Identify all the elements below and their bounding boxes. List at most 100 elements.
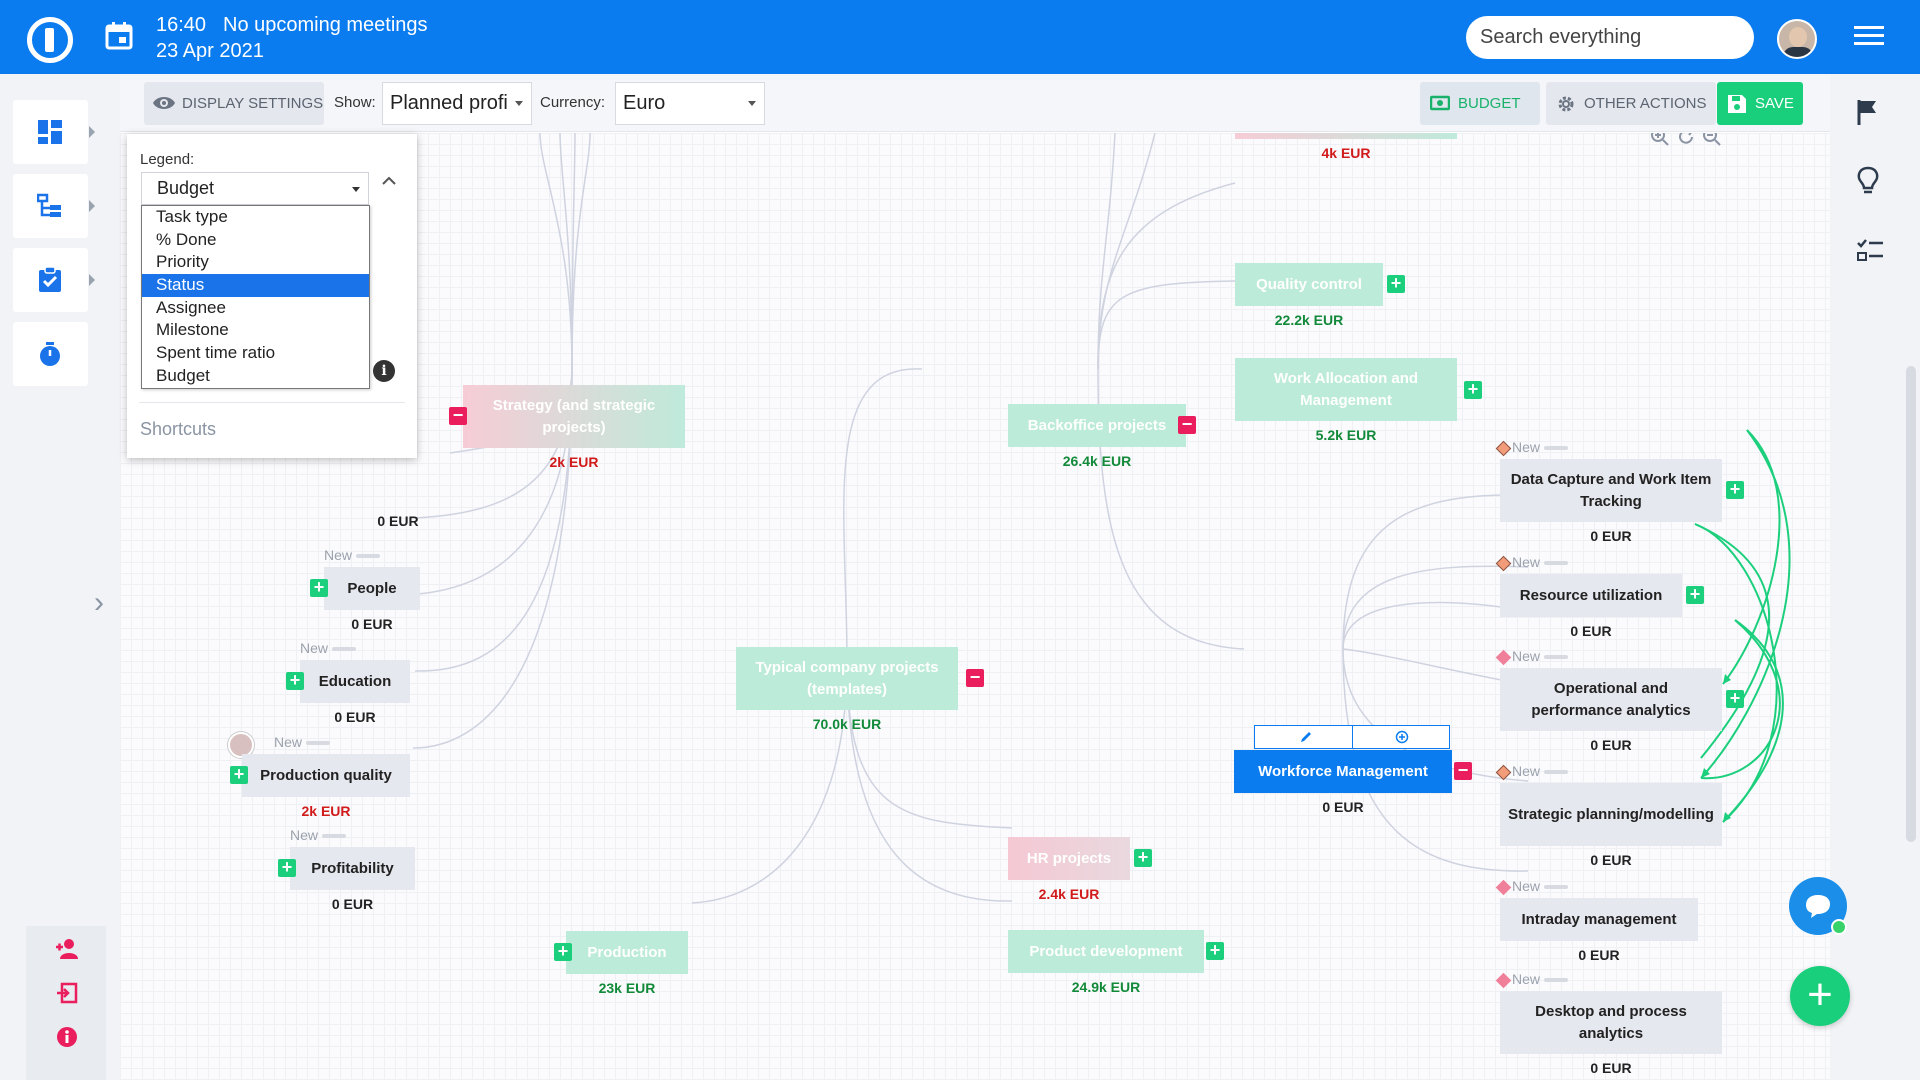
- node-top-hidden[interactable]: 4k EUR: [1235, 133, 1457, 161]
- node-desktop-analytics[interactable]: Desktop and process analytics 0 EUR: [1500, 991, 1722, 1076]
- priority-diamond-icon: [1495, 440, 1512, 457]
- target-icon[interactable]: [1395, 730, 1409, 744]
- status-new: New: [290, 827, 347, 843]
- node-strategy[interactable]: Strategy (and strategic projects) 2k EUR…: [449, 385, 685, 470]
- legend-option[interactable]: % Done: [156, 229, 217, 249]
- add-user-icon[interactable]: [56, 938, 80, 960]
- dashboard-icon: [38, 120, 62, 144]
- expand-plus-icon[interactable]: +: [1726, 480, 1744, 499]
- status-new: New: [1495, 763, 1569, 781]
- collapse-minus-icon[interactable]: −: [966, 668, 984, 687]
- collapse-minus-icon[interactable]: −: [1178, 415, 1196, 434]
- node-hidden-left[interactable]: 0 EUR: [350, 513, 446, 529]
- status-new: New: [1495, 971, 1569, 989]
- legend-option[interactable]: Budget: [156, 365, 210, 385]
- expand-plus-icon[interactable]: +: [310, 578, 328, 597]
- legend-option[interactable]: Milestone: [156, 320, 229, 340]
- chevron-up-icon[interactable]: [380, 172, 398, 190]
- meetings-status[interactable]: No upcoming meetings: [223, 14, 428, 36]
- node-strategic-planning[interactable]: Strategic planning/modelling 0 EUR: [1500, 783, 1722, 868]
- checklist-icon[interactable]: [1856, 238, 1884, 262]
- node-title: Desktop and process analytics: [1500, 991, 1722, 1054]
- expand-plus-icon[interactable]: +: [1726, 689, 1744, 708]
- other-actions-button[interactable]: OTHER ACTIONS: [1546, 82, 1716, 125]
- legend-option-highlighted[interactable]: Status: [142, 274, 369, 297]
- timer-button[interactable]: [13, 322, 88, 386]
- expand-plus-icon[interactable]: +: [1206, 941, 1224, 960]
- timer-icon: [40, 342, 60, 366]
- node-title: HR projects: [1008, 837, 1130, 880]
- collapse-minus-icon[interactable]: −: [449, 406, 467, 425]
- refresh-icon[interactable]: [1676, 133, 1696, 147]
- node-workforce-management[interactable]: Workforce Management 0 EUR −: [1234, 750, 1472, 815]
- node-data-capture[interactable]: Data Capture and Work Item Tracking 0 EU…: [1500, 459, 1744, 544]
- node-quality-control[interactable]: Quality control 22.2k EUR +: [1235, 263, 1405, 328]
- sidebar-bottom-tools: [26, 926, 106, 1080]
- logo-icon[interactable]: [27, 17, 73, 63]
- legend-option[interactable]: Priority: [156, 252, 209, 272]
- node-backoffice-projects[interactable]: Backoffice projects 26.4k EUR −: [1008, 404, 1196, 469]
- node-title: Intraday management: [1500, 898, 1698, 941]
- expand-plus-icon[interactable]: +: [1387, 274, 1405, 293]
- node-budget: 0 EUR: [351, 616, 393, 632]
- calendar-icon[interactable]: [104, 21, 134, 51]
- chat-button[interactable]: [1789, 877, 1847, 935]
- add-button[interactable]: +: [1790, 966, 1850, 1026]
- node-work-allocation[interactable]: Work Allocation and Management 5.2k EUR …: [1235, 358, 1482, 443]
- node-production[interactable]: Production 23k EUR +: [554, 931, 688, 996]
- legend-option[interactable]: Assignee: [156, 297, 226, 317]
- info-icon[interactable]: i: [373, 360, 395, 382]
- projects-tree-button[interactable]: [13, 174, 95, 238]
- display-settings-button[interactable]: DISPLAY SETTINGS: [144, 82, 324, 125]
- node-root-typical-projects[interactable]: Typical company projects (templates) 70.…: [736, 647, 984, 732]
- expand-plus-icon[interactable]: +: [1134, 848, 1152, 867]
- node-budget: 70.0k EUR: [812, 716, 882, 732]
- pencil-icon[interactable]: [1299, 730, 1313, 744]
- node-people[interactable]: People 0 EUR +: [310, 567, 420, 632]
- node-product-development[interactable]: Product development 24.9k EUR +: [1008, 930, 1224, 995]
- chevron-right-icon[interactable]: ›: [94, 586, 104, 619]
- zoom-out-icon[interactable]: [1702, 133, 1722, 147]
- tasks-button[interactable]: [13, 248, 95, 312]
- bulb-icon[interactable]: [1856, 166, 1880, 196]
- node-budget: 2.4k EUR: [1038, 886, 1100, 902]
- budget-button[interactable]: BUDGET: [1420, 82, 1540, 125]
- save-button[interactable]: SAVE: [1717, 82, 1803, 125]
- zoom-in-icon[interactable]: [1650, 133, 1670, 147]
- user-avatar[interactable]: [1777, 19, 1817, 59]
- node-budget: 26.4k EUR: [1062, 453, 1132, 469]
- chat-icon: [1806, 895, 1830, 918]
- legend-option[interactable]: Spent time ratio: [156, 343, 276, 363]
- search-input[interactable]: [1466, 16, 1754, 59]
- info-icon[interactable]: [56, 1026, 78, 1048]
- menu-icon[interactable]: [1854, 26, 1884, 48]
- node-hr-projects[interactable]: HR projects 2.4k EUR +: [1008, 837, 1152, 902]
- expand-plus-icon[interactable]: +: [278, 858, 296, 877]
- clock-time: 16:40: [156, 14, 207, 36]
- legend-select[interactable]: Budget: [141, 172, 369, 205]
- node-operational-analytics[interactable]: Operational and performance analytics 0 …: [1500, 668, 1744, 753]
- flag-icon[interactable]: [1856, 98, 1880, 126]
- node-resource-utilization[interactable]: Resource utilization 0 EUR +: [1500, 574, 1704, 639]
- node-profitability[interactable]: Profitability 0 EUR +: [278, 847, 415, 912]
- legend-option[interactable]: Task type: [156, 207, 228, 226]
- expand-plus-icon[interactable]: +: [554, 942, 572, 961]
- expand-plus-icon[interactable]: +: [1686, 585, 1704, 604]
- logout-icon[interactable]: [56, 982, 78, 1004]
- status-new: New: [324, 547, 381, 563]
- assignee-avatar[interactable]: [228, 732, 254, 758]
- expand-plus-icon[interactable]: +: [1464, 380, 1482, 399]
- node-education[interactable]: Education 0 EUR +: [286, 660, 410, 725]
- expand-plus-icon[interactable]: +: [286, 671, 304, 690]
- dashboard-button[interactable]: [13, 100, 95, 164]
- save-icon: [1728, 95, 1746, 113]
- page-scrollbar[interactable]: [1906, 366, 1916, 842]
- expand-arrow-icon: [89, 126, 95, 138]
- show-select[interactable]: Planned profi: [382, 82, 532, 125]
- node-intraday-management[interactable]: Intraday management 0 EUR: [1500, 898, 1698, 963]
- node-production-quality[interactable]: Production quality 2k EUR +: [230, 754, 410, 819]
- currency-select[interactable]: Euro: [615, 82, 765, 125]
- shortcuts-label[interactable]: Shortcuts: [140, 419, 217, 439]
- collapse-minus-icon[interactable]: −: [1454, 761, 1472, 780]
- expand-plus-icon[interactable]: +: [230, 765, 248, 784]
